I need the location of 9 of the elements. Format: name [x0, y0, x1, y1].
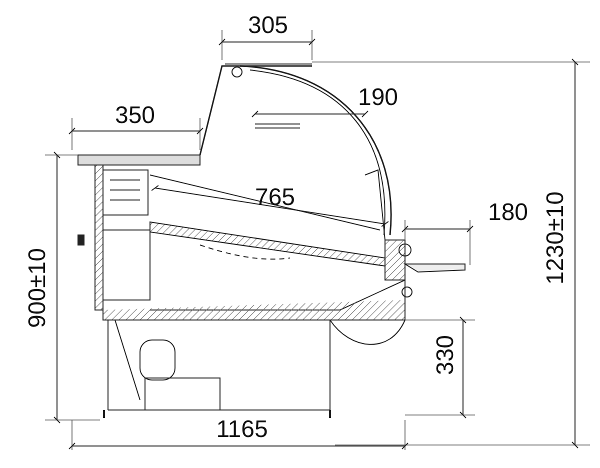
dimension-label: 180: [488, 201, 528, 225]
dimension-label: 900±10: [26, 248, 50, 328]
dimension-label: 305: [248, 14, 288, 38]
dimension-label: 350: [114, 104, 156, 128]
dimension-label: 330: [434, 334, 458, 376]
dimension-label: 1230±10: [544, 191, 568, 285]
dimension-label: 765: [254, 186, 296, 210]
dimension-label: 190: [358, 86, 398, 110]
dimension-label: 1165: [216, 418, 268, 442]
